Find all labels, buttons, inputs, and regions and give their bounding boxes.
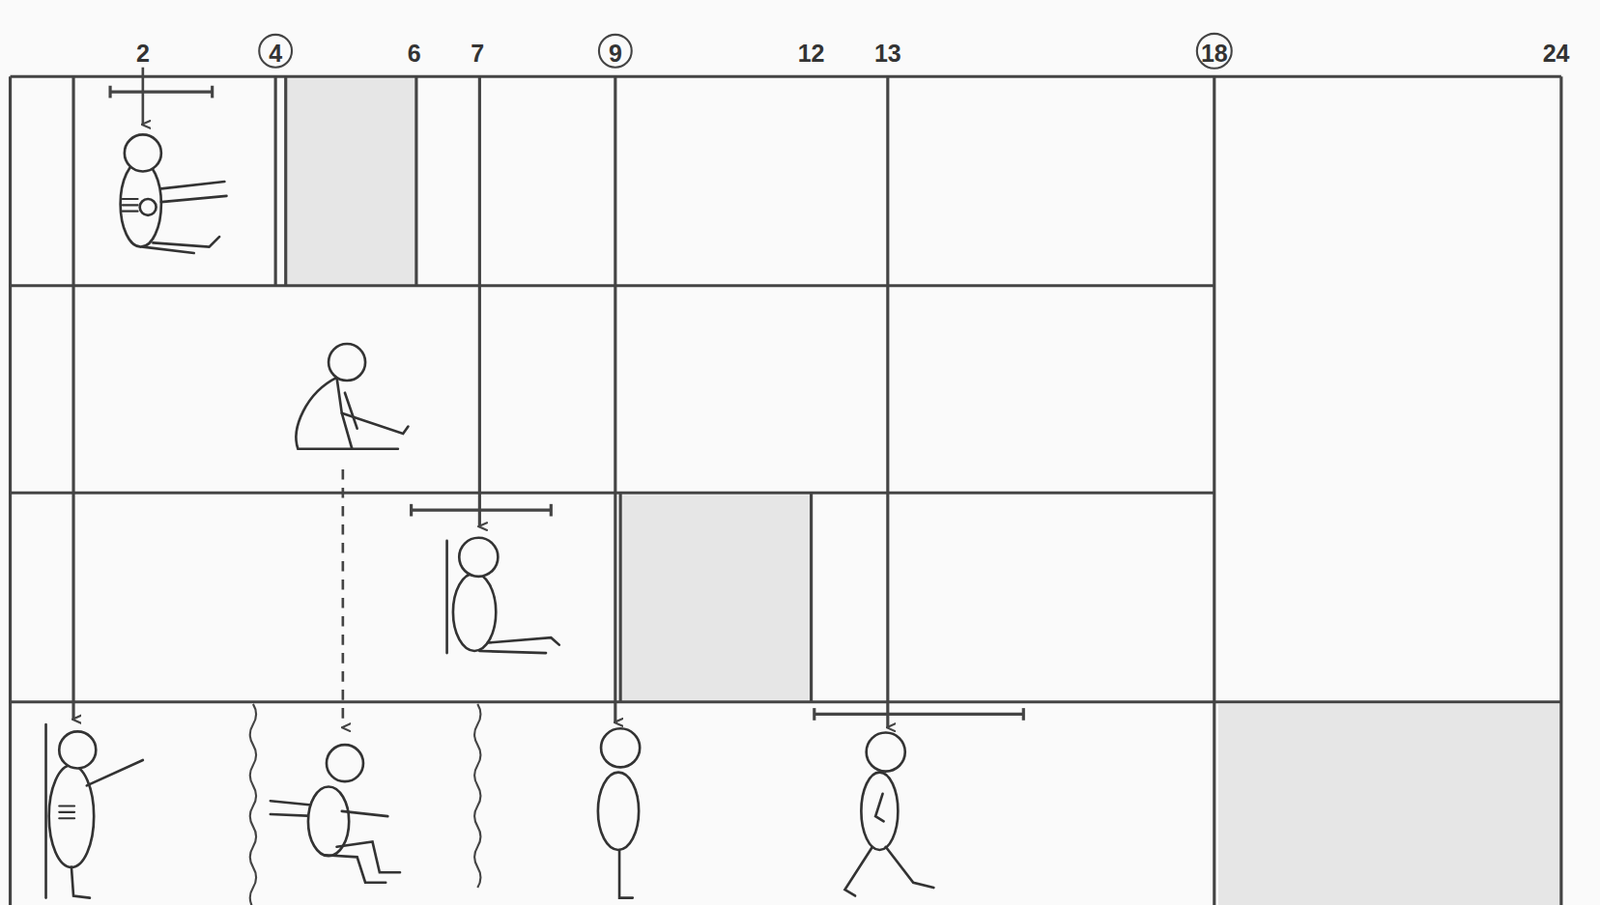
frame-number: 18 — [1200, 38, 1229, 67]
frame-number: 13 — [874, 38, 902, 67]
frame-number: 4 — [268, 38, 283, 67]
frame-number: 7 — [470, 38, 485, 67]
frame-number: 24 — [1542, 38, 1571, 67]
frame-number: 9 — [608, 38, 623, 67]
frame-number: 12 — [798, 38, 826, 67]
frame-number: 2 — [136, 38, 150, 67]
frame-number: 6 — [407, 38, 422, 67]
